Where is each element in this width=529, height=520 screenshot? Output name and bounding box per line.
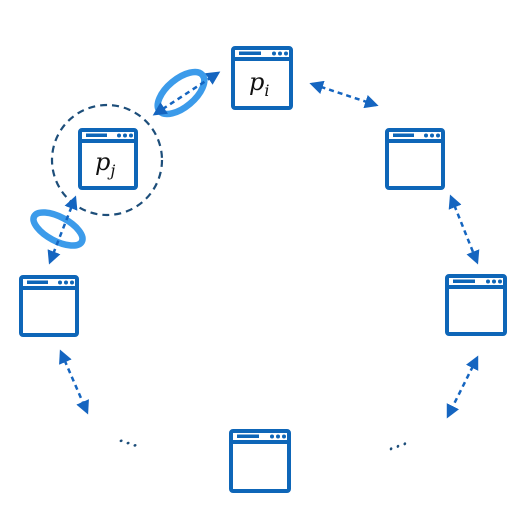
arrow-pj-pi [152, 71, 221, 116]
ellipsis-left: … [115, 423, 144, 454]
browser-window-icon [385, 128, 445, 190]
node-label-pj: pj [95, 148, 115, 180]
window-node-pj: pj [78, 128, 138, 190]
browser-window-icon [445, 274, 507, 336]
node-label-pi: pi [249, 68, 270, 100]
window-node-left [19, 275, 79, 337]
arrow-left-pj [47, 195, 78, 265]
arrow-pi-top-right [309, 80, 379, 109]
browser-window-icon [19, 275, 79, 337]
arrow-right-dots [446, 355, 479, 419]
browser-window-icon [78, 128, 138, 190]
highlight-dashed-circle [50, 103, 164, 217]
ellipsis-right: … [381, 426, 410, 457]
browser-window-icon [229, 429, 291, 493]
window-node-right [445, 274, 507, 336]
arrow-left-dots [59, 349, 89, 415]
arrow-top-right-right [448, 194, 480, 265]
window-node-top-right [385, 128, 445, 190]
window-node-bottom [229, 429, 291, 493]
window-node-pi: pi [231, 46, 293, 110]
ring-icon-left-pj [30, 209, 86, 249]
browser-window-icon [231, 46, 293, 110]
ring-icon-pj-pi [154, 68, 208, 118]
